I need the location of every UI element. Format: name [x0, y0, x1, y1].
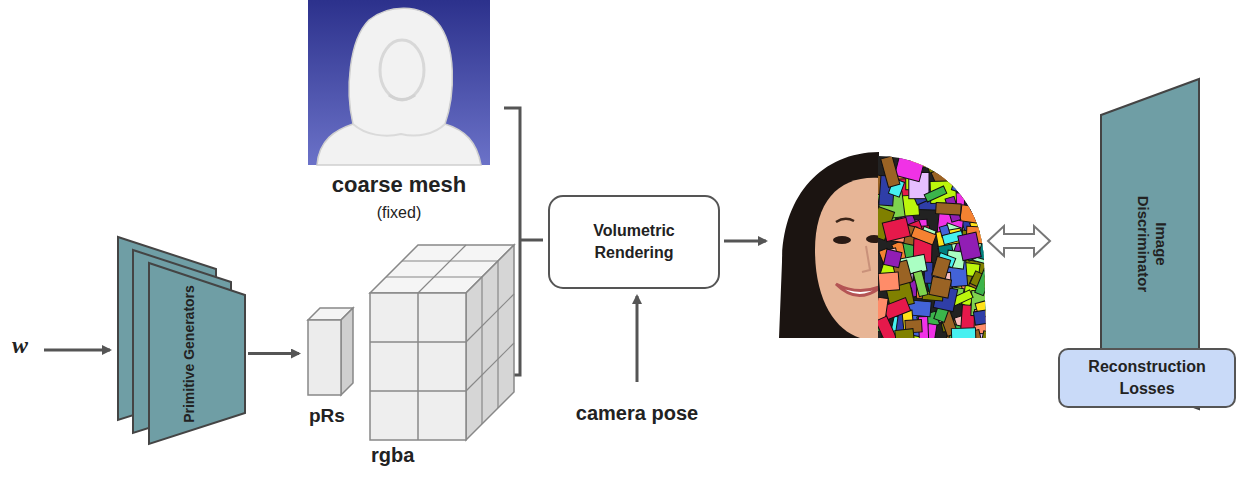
- rgba-volume: rgba: [365, 236, 477, 476]
- pose-arrow: [636, 296, 639, 382]
- node-shape: [305, 0, 493, 232]
- node-label: Image Discriminator: [1134, 179, 1170, 309]
- node-label: Reconstruction Losses: [1068, 356, 1226, 399]
- node-label: Volumetric Rendering: [558, 220, 710, 263]
- node-shape: [1058, 348, 1236, 408]
- compare-arrow: [988, 226, 1050, 256]
- generator-block: Primitive Generators: [148, 262, 246, 445]
- input-label: camera pose: [537, 402, 737, 425]
- node-label: (fixed): [305, 204, 493, 222]
- node-label: coarse mesh: [305, 172, 493, 198]
- node-shape: [365, 236, 477, 476]
- input-symbol: w: [12, 332, 28, 359]
- primitive-mosaic: [869, 149, 1004, 363]
- node-shape: [548, 195, 720, 289]
- flow-arrow: [248, 352, 299, 355]
- loss-box: Reconstruction Losses: [1058, 348, 1236, 408]
- node-label: rgba: [371, 444, 414, 467]
- mesh-image: coarse mesh (fixed): [305, 0, 493, 232]
- parameter-tensor: pRs: [303, 295, 363, 430]
- face-photo: [779, 152, 879, 338]
- output-arrow: [724, 240, 766, 243]
- node-shape: [148, 262, 246, 445]
- node-label: pRs: [309, 405, 345, 427]
- input-arrow: [44, 349, 110, 352]
- process-box: Volumetric Rendering: [548, 195, 720, 289]
- node-label: Primitive Generators: [181, 285, 197, 423]
